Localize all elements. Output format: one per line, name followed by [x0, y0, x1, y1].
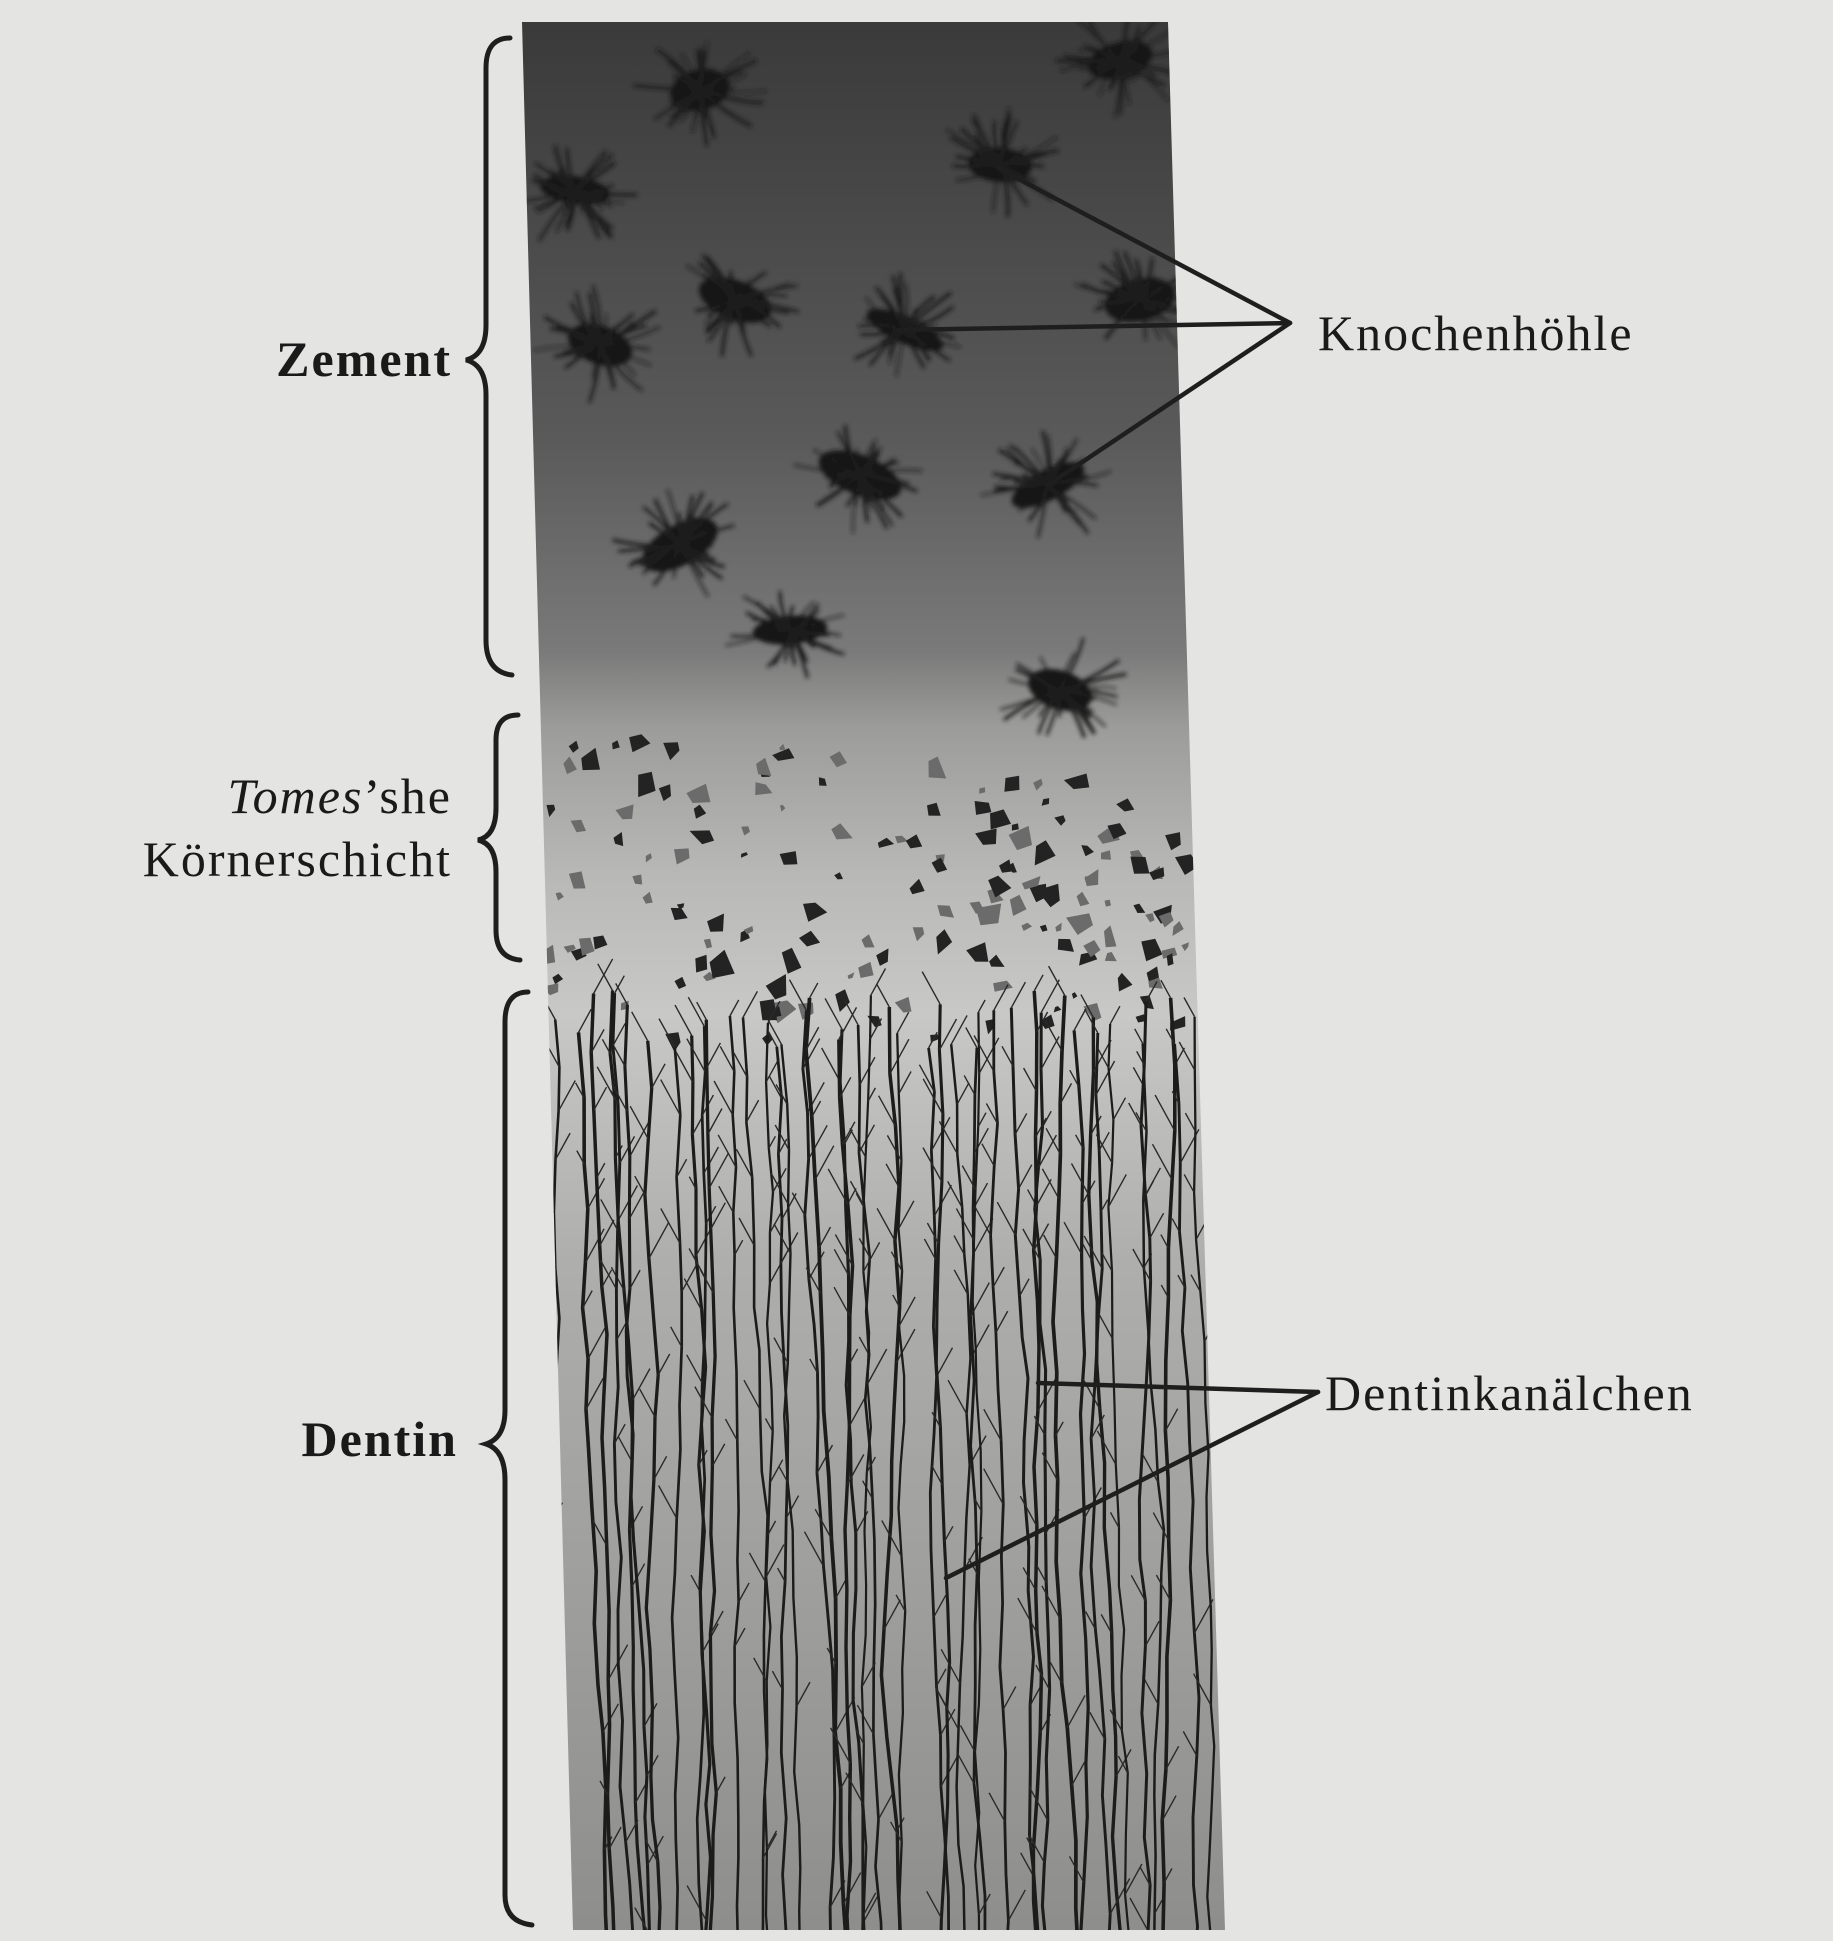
label-tomes-suffix: ’she [363, 768, 452, 824]
tubule-branches [1206, 1026, 1251, 1356]
brace-tomes [478, 715, 520, 960]
label-koernerschicht: Körnerschicht [143, 831, 452, 887]
label-tomes-italic: Tomes [227, 768, 363, 824]
label-zement: Zement [276, 331, 452, 387]
braces [466, 38, 532, 1925]
label-dentinkanaelchen: Dentinkanälchen [1325, 1365, 1694, 1421]
specimen-section [514, 2, 1250, 1941]
label-tomes: Tomes’she [227, 768, 452, 824]
granule [1004, 776, 1019, 792]
brace-zement [466, 38, 512, 675]
brace-dentin [486, 992, 532, 1925]
label-knochenhoehle: Knochenhöhle [1318, 305, 1634, 361]
label-dentin: Dentin [302, 1411, 458, 1467]
